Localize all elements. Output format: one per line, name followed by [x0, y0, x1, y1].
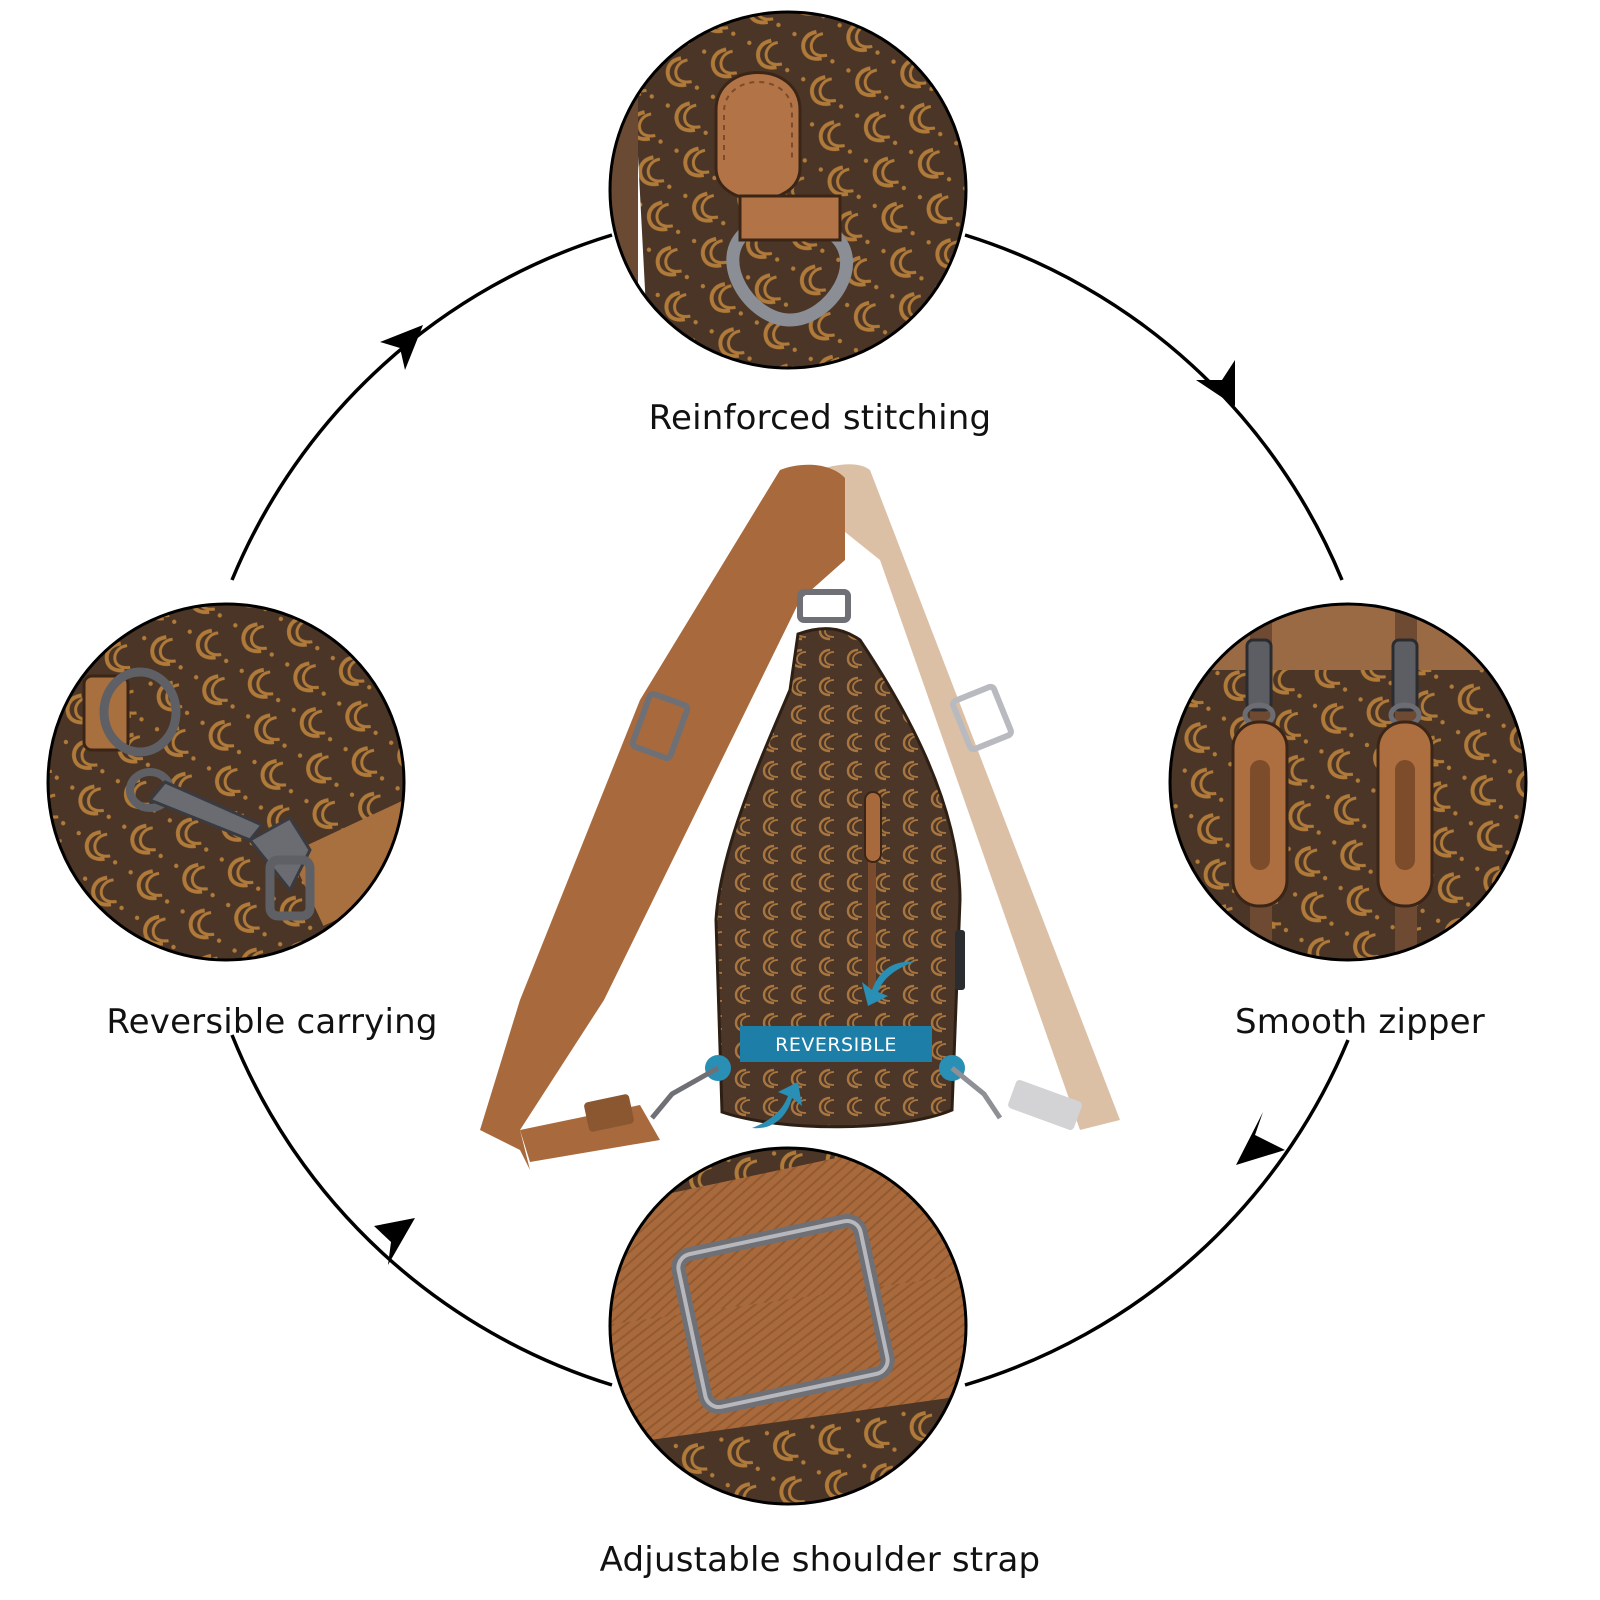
swivel-hook-icon	[82, 667, 315, 921]
strap-buckle-icon	[671, 1213, 895, 1415]
feature-label-right: Smooth zipper	[1235, 1002, 1485, 1042]
detail-reversible-carrying	[46, 602, 406, 962]
strap-beige	[812, 464, 1120, 1130]
strap-brown	[480, 464, 845, 1170]
d-ring-loop-icon	[714, 71, 854, 327]
arrow-head-icon	[1236, 1112, 1285, 1165]
flow-circle	[230, 233, 1350, 1387]
reverse-arrow-icon	[862, 961, 914, 1006]
zipper-pull-icon	[1376, 638, 1434, 908]
badge-text: REVERSIBLE	[775, 1034, 897, 1056]
arrow-head-icon	[374, 1218, 415, 1265]
arrow-head-icon	[1196, 360, 1235, 406]
feature-label-top: Reinforced stitching	[648, 398, 992, 438]
feature-label-left: Reversible carrying	[106, 1002, 438, 1042]
detail-adjustable-strap	[608, 1146, 968, 1506]
zipper-pull-icon	[1231, 638, 1289, 908]
reverse-arrow-icon	[752, 1082, 802, 1129]
reversible-badge: REVERSIBLE	[740, 1026, 932, 1062]
bag-body	[714, 627, 962, 1129]
product-sling-bag: REVERSIBLE	[480, 464, 1120, 1170]
feature-label-bottom: Adjustable shoulder strap	[599, 1540, 1041, 1580]
detail-smooth-zipper	[1168, 602, 1528, 962]
arrow-head-icon	[380, 325, 423, 370]
detail-reinforced-stitching	[608, 10, 968, 370]
